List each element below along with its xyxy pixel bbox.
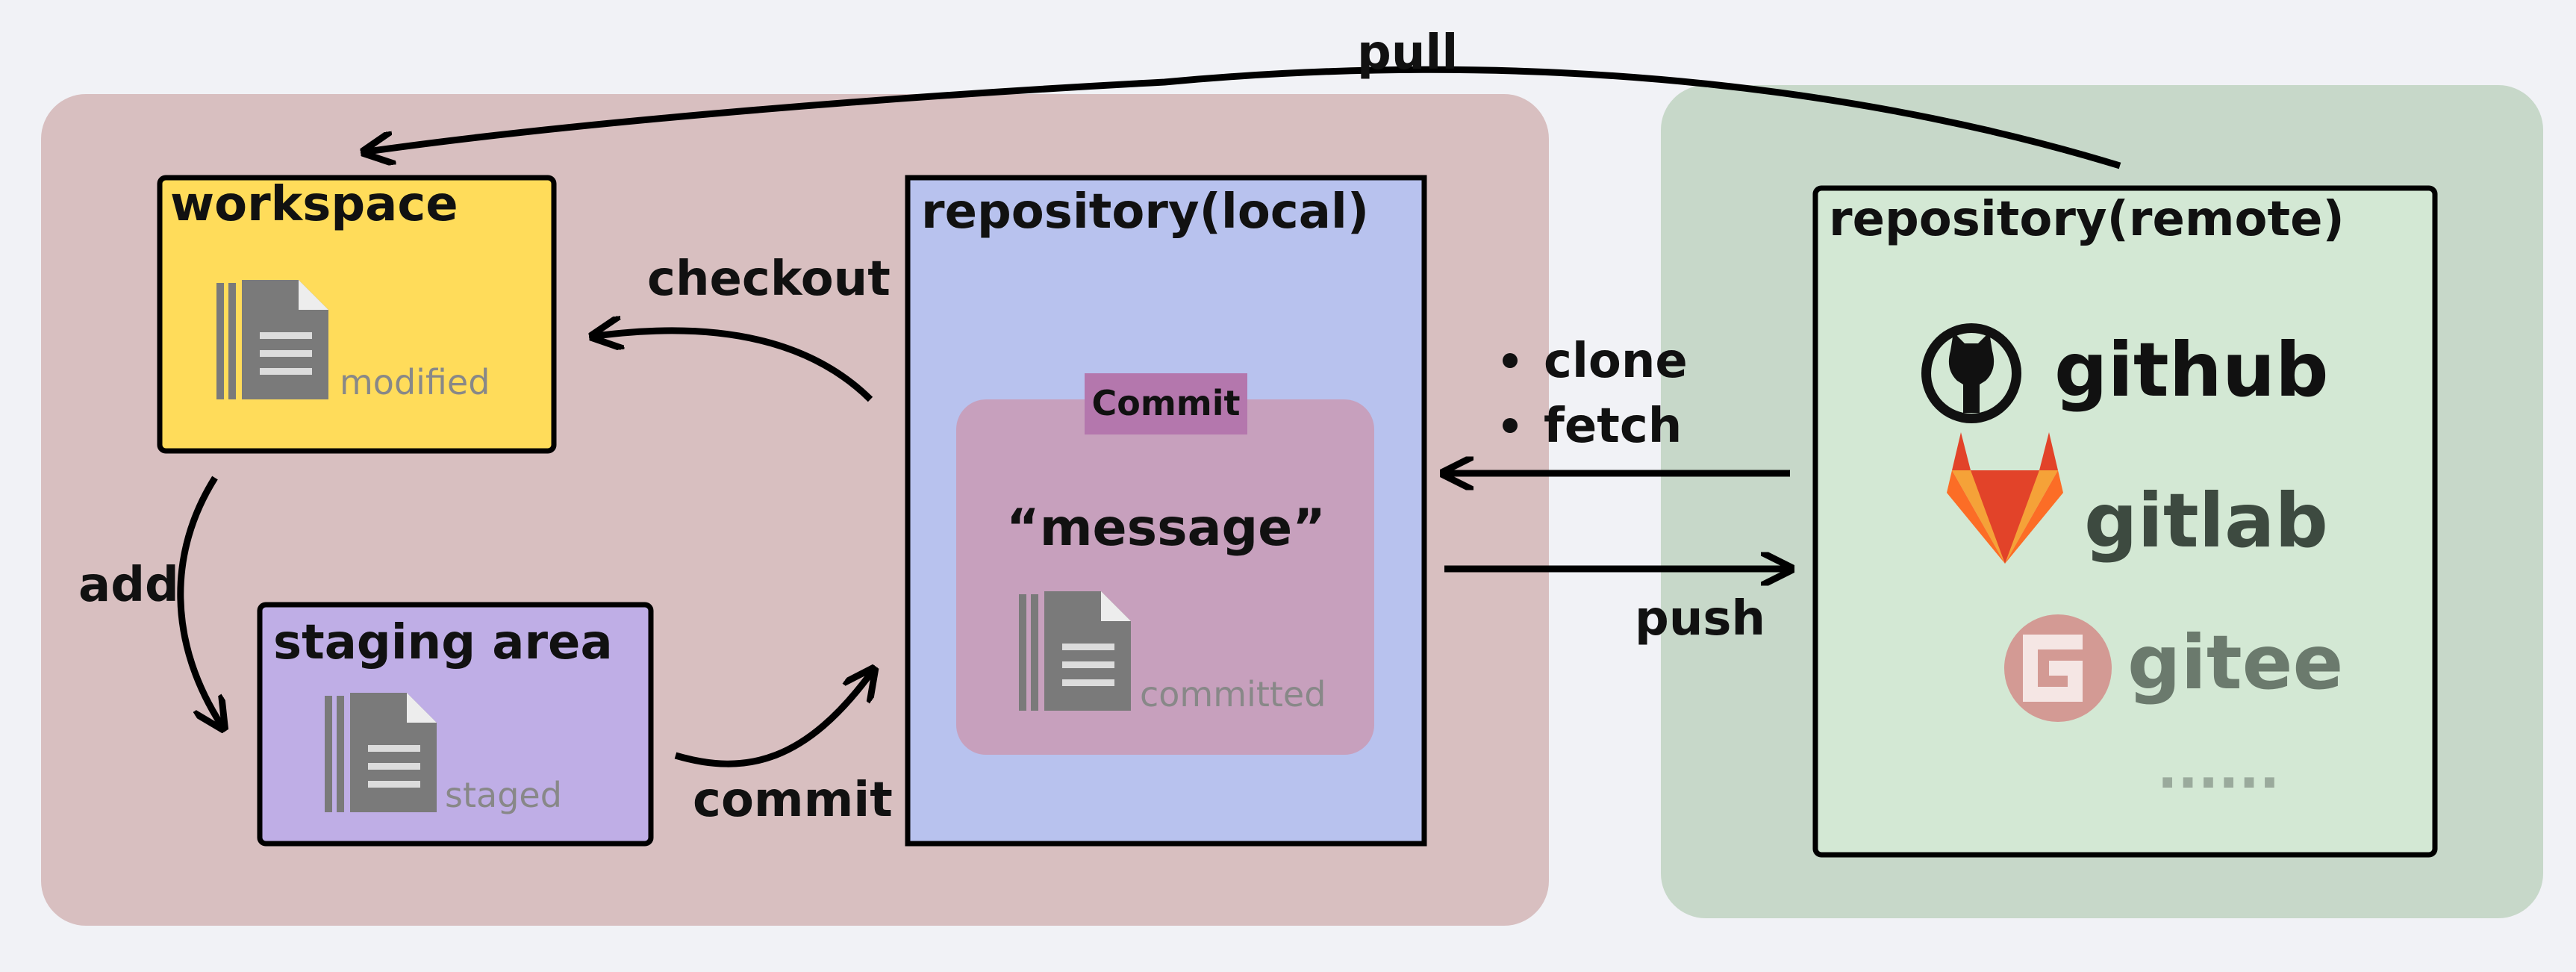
more-providers-ellipsis: ...... bbox=[2157, 738, 2280, 800]
repository-local-title: repository(local) bbox=[921, 184, 1369, 240]
staging-area-box: staging area staged bbox=[257, 602, 654, 847]
commit-arrow: commit bbox=[674, 672, 893, 828]
file-icon bbox=[216, 280, 328, 399]
pull-arrow: pull bbox=[367, 25, 2121, 169]
clone-fetch-arrow: clone fetch bbox=[1447, 334, 1790, 473]
committed-caption: committed bbox=[1140, 674, 1326, 714]
add-arrow: add bbox=[78, 476, 222, 726]
fetch-label: fetch bbox=[1544, 399, 1682, 454]
bullet-icon bbox=[1503, 418, 1518, 433]
gitlab-fox-icon bbox=[1947, 432, 2063, 564]
push-arrow: push bbox=[1444, 569, 1788, 647]
clone-label: clone bbox=[1544, 334, 1688, 389]
checkout-arrow: checkout bbox=[596, 252, 891, 402]
staged-caption: staged bbox=[445, 775, 562, 815]
provider-gitlab-name: gitlab bbox=[2084, 477, 2328, 564]
file-icon bbox=[1019, 591, 1131, 711]
workspace-title: workspace bbox=[170, 177, 458, 232]
gitee-g-icon bbox=[2004, 614, 2112, 722]
provider-gitee-name: gitee bbox=[2127, 619, 2343, 706]
staging-title: staging area bbox=[273, 615, 613, 670]
modified-caption: modified bbox=[340, 362, 490, 402]
commit-label: commit bbox=[693, 773, 893, 828]
commit-tag bbox=[1085, 373, 1247, 434]
workspace-box: workspace modified bbox=[157, 175, 557, 454]
repository-remote-title: repository(remote) bbox=[1829, 192, 2345, 247]
repository-remote-box: repository(remote) github gitlab gitee .… bbox=[1812, 185, 2438, 858]
repository-local-box: repository(local) Commit “message” commi… bbox=[905, 175, 1427, 847]
file-icon bbox=[325, 693, 437, 812]
provider-github-name: github bbox=[2054, 326, 2329, 414]
push-label: push bbox=[1635, 591, 1765, 647]
github-octocat-icon bbox=[1921, 323, 2021, 423]
bullet-icon bbox=[1503, 353, 1518, 368]
pull-label: pull bbox=[1357, 25, 1458, 81]
checkout-label: checkout bbox=[647, 252, 891, 307]
commit-message: “message” bbox=[1006, 499, 1326, 558]
add-label: add bbox=[78, 558, 179, 613]
commit-tag-label: Commit bbox=[1092, 383, 1241, 423]
